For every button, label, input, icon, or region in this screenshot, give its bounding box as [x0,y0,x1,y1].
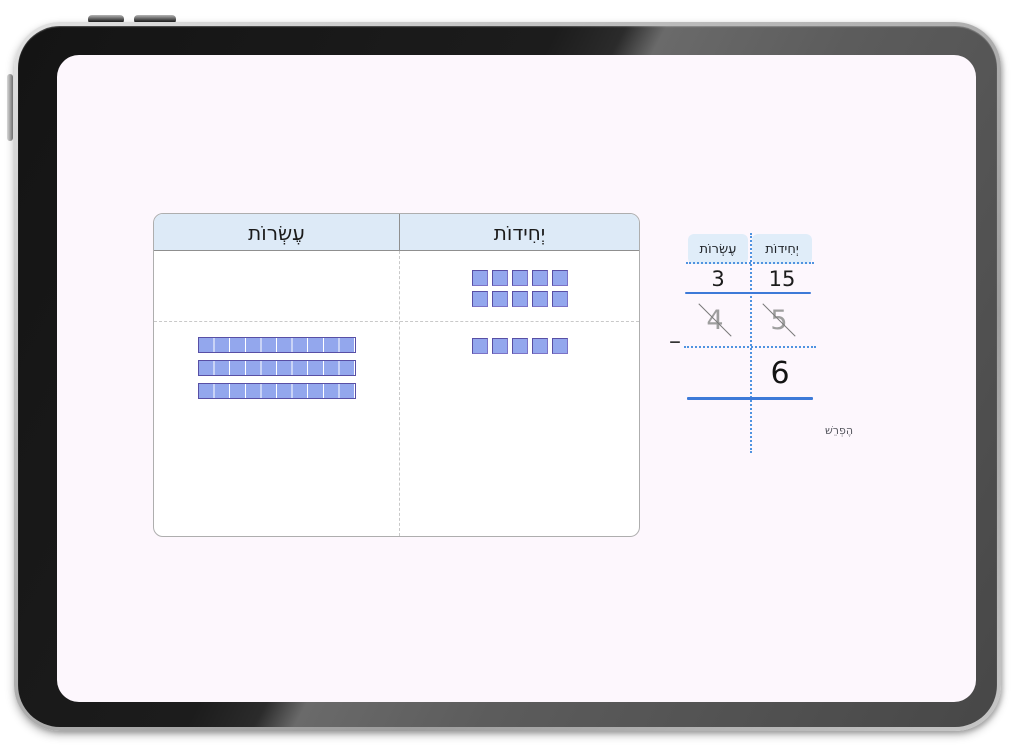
ten-rods-group[interactable] [198,337,356,399]
place-value-table: עֶשְׂרוֹת יְחִידוֹת [153,213,640,537]
unit-square-block[interactable] [472,338,488,354]
result-separator-line [687,397,813,400]
subtrahend-dotted-line [684,346,816,348]
subtraction-units-header-chip: יְחִידוֹת [752,234,812,264]
ten-rod-block[interactable] [198,360,356,376]
crossed-units-digit: 5 [749,302,809,338]
unit-square-block[interactable] [532,270,548,286]
volume-up-button[interactable] [88,15,124,24]
column-divider-header [399,214,400,251]
app-screen: עֶשְׂרוֹת יְחִידוֹת עֶשְׂרוֹת יְחִידוֹת … [57,55,976,702]
place-value-table-header [154,214,639,251]
unit-square-block[interactable] [472,291,488,307]
unit-square-block[interactable] [552,291,568,307]
unit-square-block[interactable] [532,338,548,354]
unit-square-block[interactable] [532,291,548,307]
regroup-separator-line [685,292,811,294]
unit-square-block[interactable] [512,270,528,286]
regrouped-tens-value: 3 [711,267,725,291]
crossed-units-digit-text: 5 [770,304,788,336]
ten-rod-block[interactable] [198,383,356,399]
unit-square-block[interactable] [492,291,508,307]
units-column-header: יְחִידוֹת [493,220,546,245]
unit-square-block[interactable] [492,338,508,354]
crossed-tens-digit-text: 4 [706,304,724,336]
unit-square-block[interactable] [472,270,488,286]
unit-square-block[interactable] [512,291,528,307]
column-divider-body [399,251,400,536]
unit-square-block[interactable] [552,338,568,354]
unit-square-block[interactable] [552,270,568,286]
regrouped-units-value: 15 [768,267,796,291]
row-divider [154,321,639,322]
place-column-dotted-divider [750,233,752,453]
unit-square-block[interactable] [512,338,528,354]
tens-column-header: עֶשְׂרוֹת [248,220,305,245]
unit-squares-group[interactable] [472,338,568,354]
side-button[interactable] [7,74,13,141]
difference-label: הֶפְרֵשׁ [824,424,854,437]
volume-down-button[interactable] [134,15,176,24]
ten-rod-block[interactable] [198,337,356,353]
subtraction-tens-header-chip: עֶשְׂרוֹת [688,234,748,264]
minus-sign: – [669,327,681,355]
regrouped-unit-squares-group[interactable] [472,270,568,307]
unit-square-block[interactable] [492,270,508,286]
crossed-tens-digit: 4 [685,302,745,338]
units-result-value[interactable]: 6 [770,355,790,391]
